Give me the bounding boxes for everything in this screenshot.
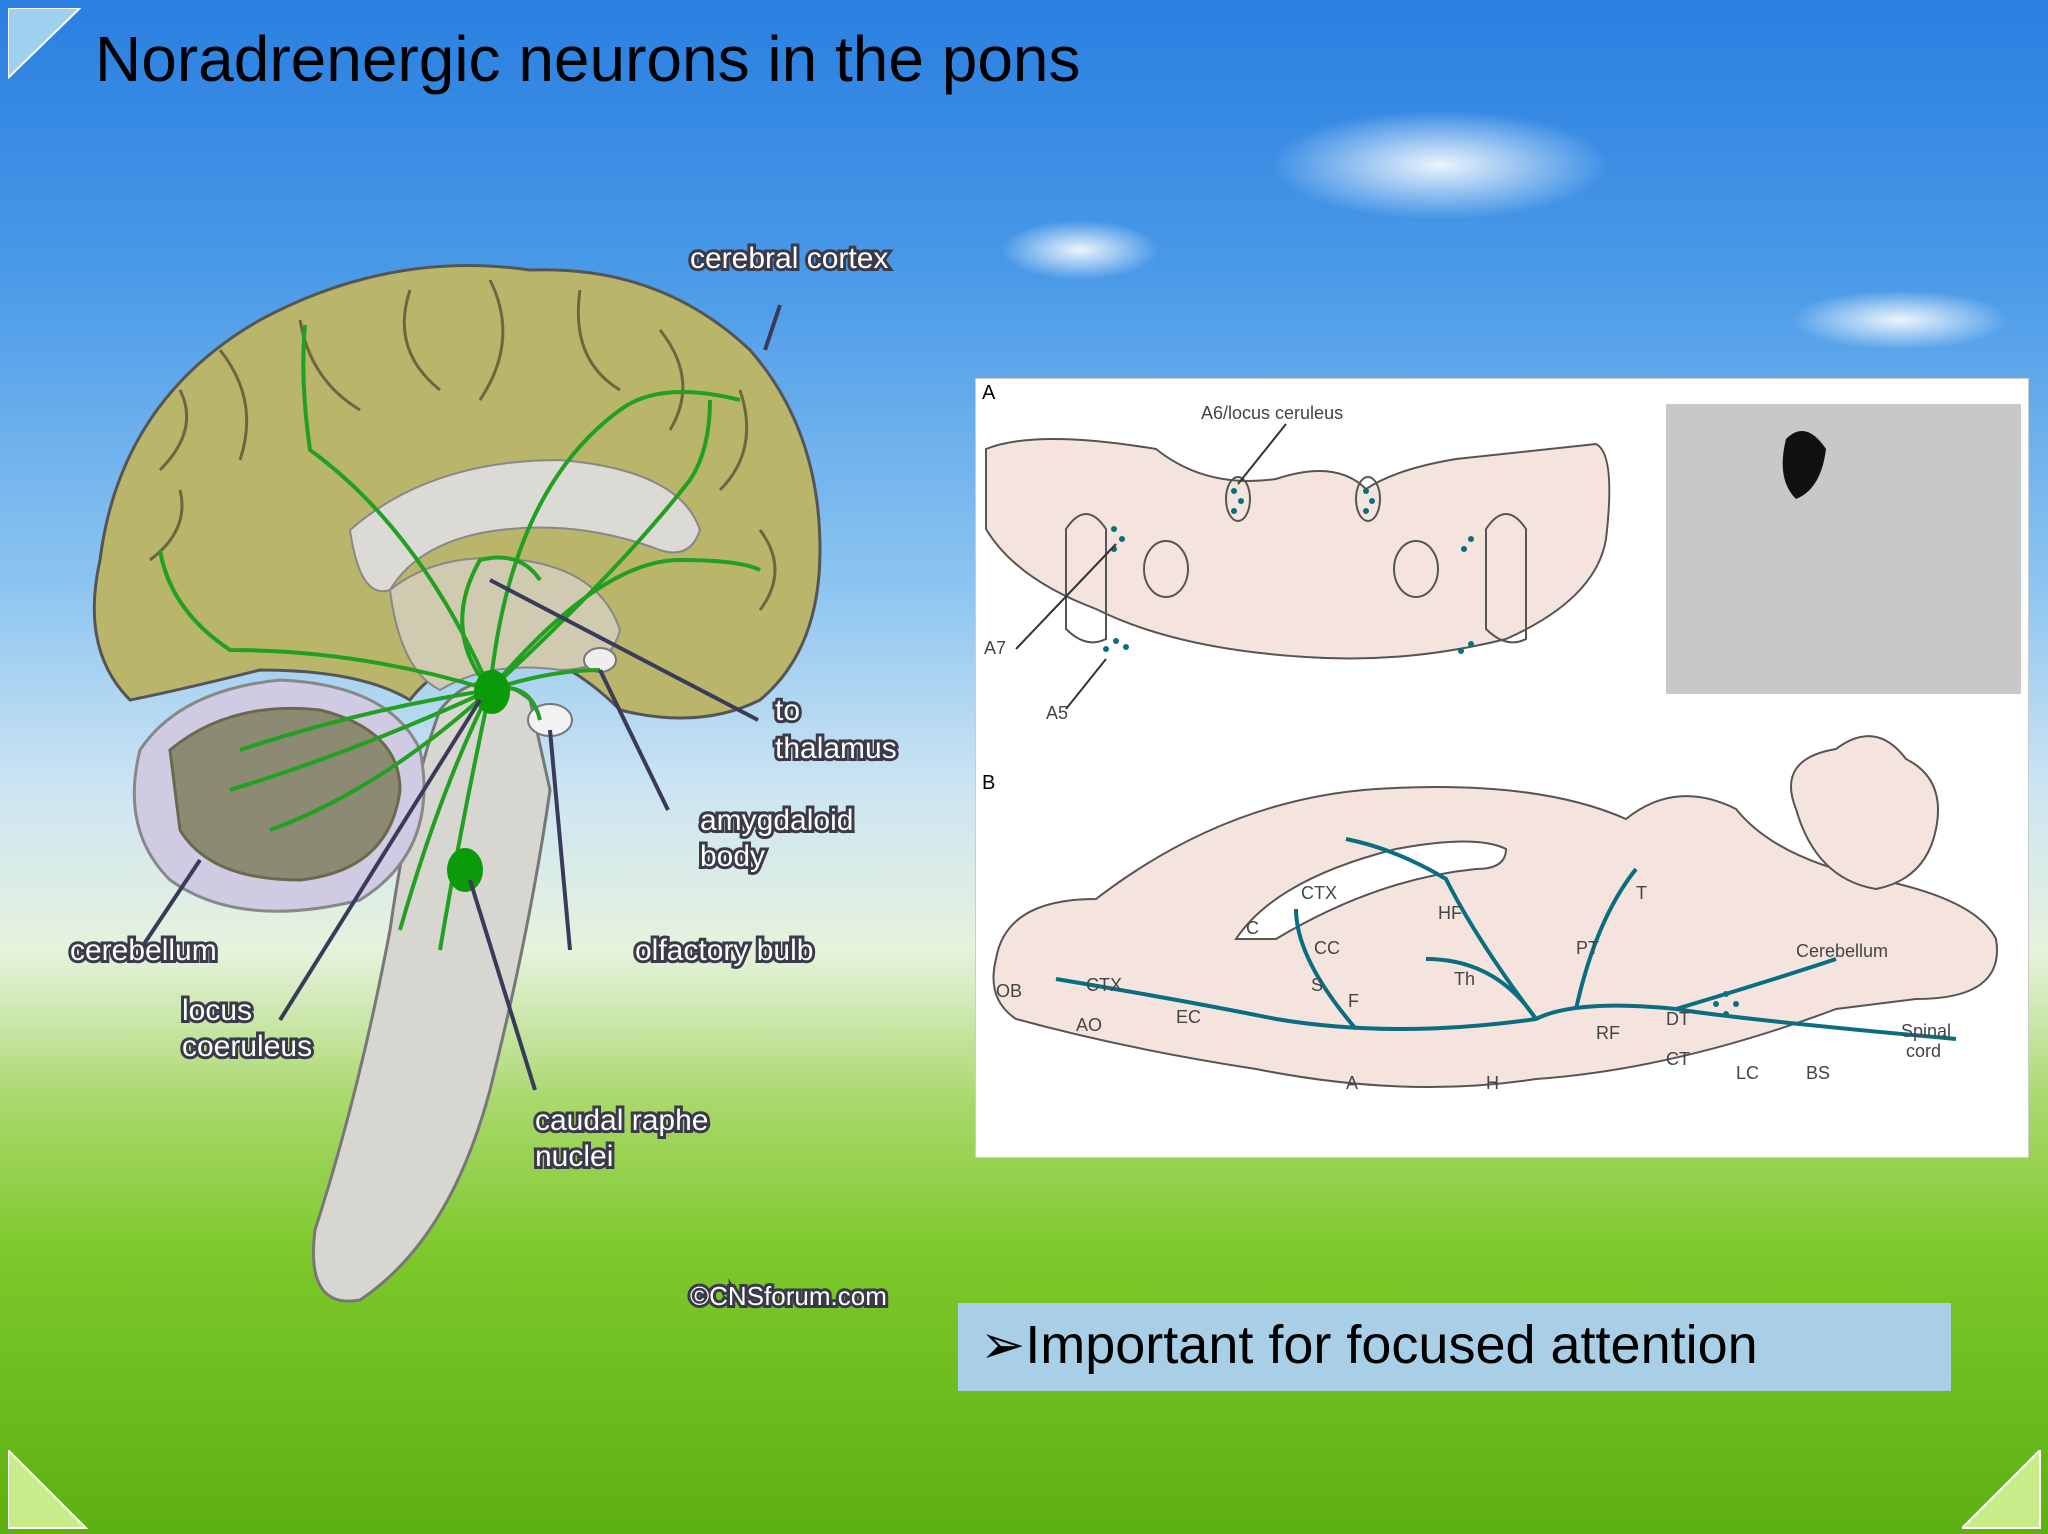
a7-leader: [1015, 543, 1117, 650]
micrograph-dark-spot: [1782, 431, 1826, 499]
gyri: [149, 279, 777, 611]
label-th: Th: [1454, 969, 1475, 989]
label-ctx-top: CTX: [1301, 883, 1337, 903]
label-c: C: [1246, 918, 1259, 938]
panel-b-letter: B: [982, 772, 995, 794]
label-a: A: [1346, 1073, 1358, 1093]
label-ao: AO: [1076, 1015, 1102, 1035]
page-title: Noradrenergic neurons in the pons: [95, 23, 1081, 95]
label-t: T: [1636, 883, 1647, 903]
corner-triangle-top-left: [8, 8, 82, 80]
nucleus-right: [1393, 540, 1439, 598]
cloud: [1790, 290, 2010, 350]
label-ct: CT: [1666, 1049, 1690, 1069]
label-cord: cord: [1906, 1041, 1941, 1061]
a5-leader: [1065, 658, 1107, 710]
label-cc: CC: [1314, 938, 1340, 958]
corpus-callosum: [348, 458, 702, 593]
leader-lines: [138, 304, 782, 1091]
label-cerebral-cortex: cerebral cortex: [690, 242, 888, 275]
tract-right: [1485, 513, 1527, 644]
label-thalamus: thalamus: [775, 732, 897, 765]
label-locus: locus: [182, 994, 252, 1027]
teal-pathways: [1055, 837, 1957, 1041]
tract-left: [1065, 513, 1107, 644]
micrograph: [1666, 404, 2021, 694]
label-caudal-raphe: caudal raphe: [535, 1104, 708, 1137]
label-a7: A7: [984, 638, 1006, 658]
label-cerebellum: cerebellum: [70, 934, 217, 967]
label-olfactory-bulb: olfactory bulb: [635, 934, 813, 967]
label-h: H: [1486, 1073, 1499, 1093]
label-s: S: [1311, 975, 1323, 995]
cerebellum-b: [1790, 735, 1939, 891]
label-body: body: [700, 840, 765, 873]
figure-panel-svg: A A6/locus ceruleus A7 A5 B: [982, 382, 2021, 1093]
label-bs: BS: [1806, 1063, 1830, 1083]
lc-dots: [1713, 991, 1739, 1017]
label-a6: A6/locus ceruleus: [1201, 403, 1343, 423]
a6-dots: [1231, 488, 1375, 514]
cloud: [1000, 220, 1160, 280]
corner-triangle-bottom-right: [1962, 1450, 2041, 1529]
a7-a5-dots: [1103, 526, 1474, 654]
label-ctx-left: CTX: [1086, 975, 1122, 995]
brainstem: [312, 680, 552, 1303]
label-hf: HF: [1438, 903, 1462, 923]
corpus-callosum-b: [1234, 840, 1508, 940]
label-pt: PT: [1576, 938, 1599, 958]
brain-noradrenergic-diagram: cerebral cortex to thalamus amygdaloid b…: [67, 239, 900, 1314]
label-lc: LC: [1736, 1063, 1759, 1083]
figure-panel: A A6/locus ceruleus A7 A5 B: [975, 378, 2029, 1158]
label-spinal: Spinal: [1901, 1021, 1951, 1041]
locus-coeruleus-node: [474, 670, 510, 714]
label-f: F: [1348, 991, 1359, 1011]
panel-b-labels: CTX HF C CC T PT Cerebellum OB CTX S Th …: [996, 883, 1951, 1093]
label-credit: ©CNSforum.com: [690, 1281, 887, 1311]
label-a5: A5: [1046, 703, 1068, 723]
locus-ceruleus-right: [1355, 476, 1381, 522]
label-rf: RF: [1596, 1023, 1620, 1043]
label-nuclei: nuclei: [535, 1140, 613, 1173]
corner-triangle-bottom-left: [8, 1450, 88, 1529]
callout-text: ➢Important for focused attention: [980, 1315, 1758, 1375]
label-ob: OB: [996, 981, 1022, 1001]
cloud: [1270, 110, 1610, 220]
label-cerebellum-b: Cerebellum: [1796, 941, 1888, 961]
callout-box: ➢Important for focused attention: [958, 1303, 1951, 1391]
label-amygdaloid: amygdaloid: [700, 804, 853, 837]
label-ec: EC: [1176, 1007, 1201, 1027]
a6-leader: [1237, 423, 1287, 485]
caudal-raphe-node: [447, 848, 483, 892]
nucleus-left: [1143, 540, 1189, 598]
pons-cross-section: [985, 438, 1611, 660]
locus-ceruleus-left: [1225, 476, 1251, 522]
label-dt: DT: [1666, 1009, 1690, 1029]
label-coeruleus: coeruleus: [182, 1030, 312, 1063]
panel-a-letter: A: [982, 382, 996, 404]
label-to: to: [775, 694, 800, 727]
